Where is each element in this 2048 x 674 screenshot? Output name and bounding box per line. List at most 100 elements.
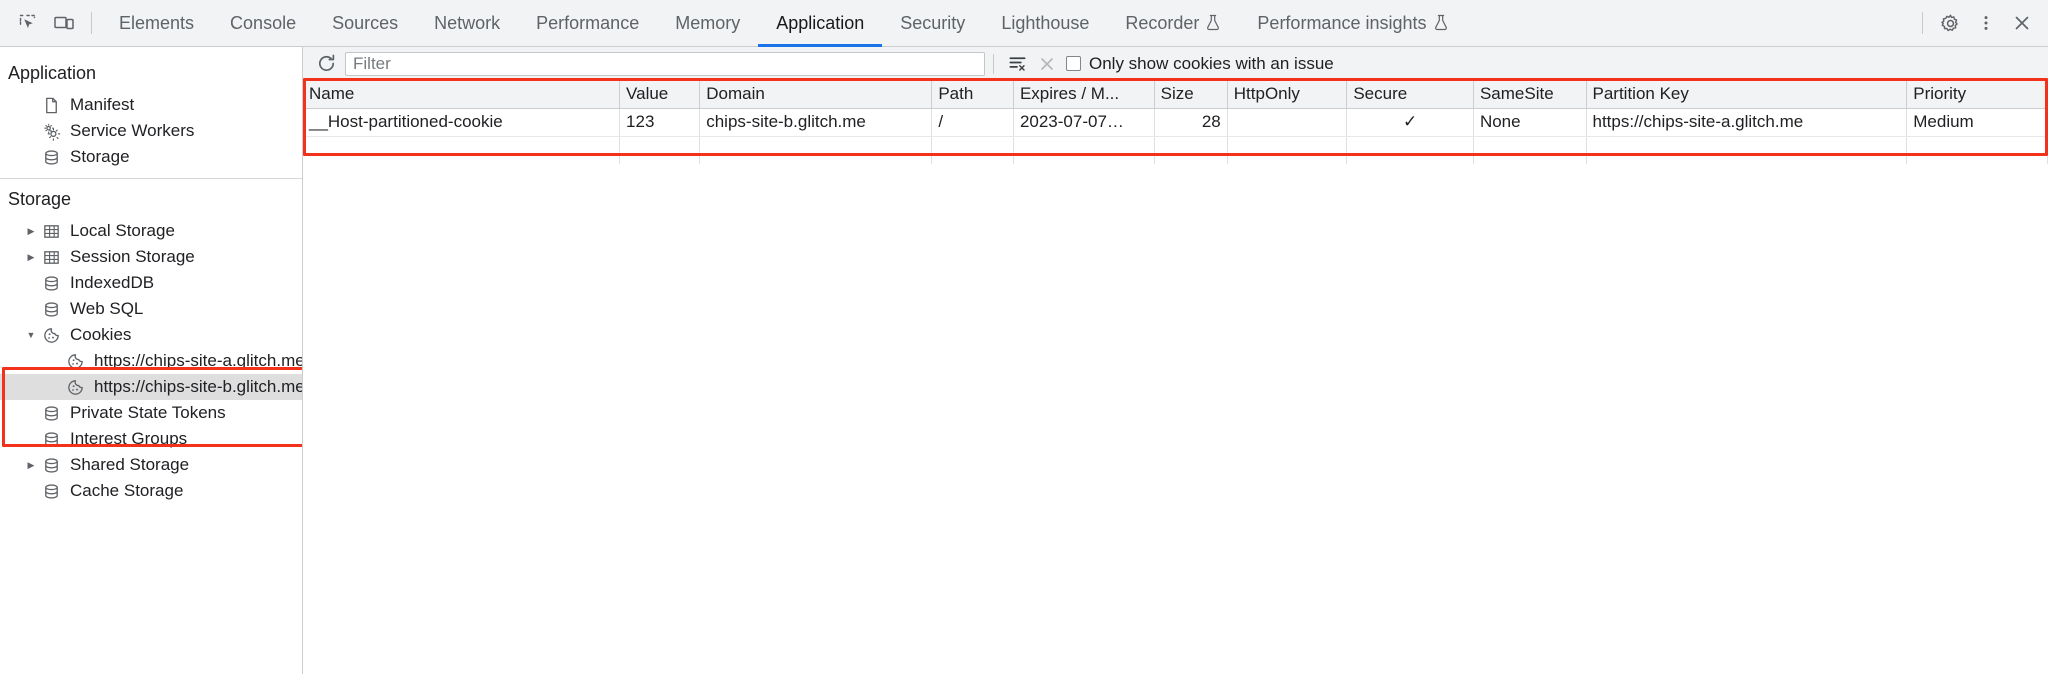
sidebar-item-https-chips-site-b-glitch-me[interactable]: https://chips-site-b.glitch.me xyxy=(0,374,302,400)
column-header-samesite[interactable]: SameSite xyxy=(1473,81,1587,109)
tree-item-label: Session Storage xyxy=(70,247,195,266)
tree-item-label: Interest Groups xyxy=(70,429,188,448)
cell-priority: Medium xyxy=(1906,108,2048,137)
more-vertical-icon[interactable] xyxy=(1968,6,2004,40)
clear-filtered-cookies-icon[interactable] xyxy=(1002,50,1032,78)
column-header-value[interactable]: Value xyxy=(619,81,701,109)
cell-partition-key: https://chips-site-a.glitch.me xyxy=(1586,108,1908,137)
tab-security[interactable]: Security xyxy=(882,0,983,47)
cell-secure: ✓ xyxy=(1346,108,1474,137)
sidebar-item-private-state-tokens[interactable]: Private State Tokens xyxy=(0,400,302,426)
tab-console[interactable]: Console xyxy=(212,0,314,47)
table-filler-row xyxy=(303,136,2048,164)
toolbar-divider xyxy=(91,12,92,34)
chevron-right-icon[interactable]: ▶ xyxy=(27,459,35,470)
manifest-document-icon xyxy=(40,96,62,115)
tree-item-label: Private State Tokens xyxy=(70,403,226,422)
column-header-secure[interactable]: Secure xyxy=(1346,81,1474,109)
sidebar-item-manifest[interactable]: Manifest xyxy=(0,92,302,118)
sidebar-item-web-sql[interactable]: Web SQL xyxy=(0,296,302,322)
database-icon xyxy=(40,148,62,167)
storage-section-title: Storage xyxy=(8,189,72,209)
tab-memory[interactable]: Memory xyxy=(657,0,758,47)
column-header-httponly[interactable]: HttpOnly xyxy=(1227,81,1348,109)
tab-performance-insights[interactable]: Performance insights xyxy=(1239,0,1466,47)
database-icon xyxy=(40,300,62,319)
column-header-path[interactable]: Path xyxy=(931,81,1014,109)
tab-label: Recorder xyxy=(1125,12,1200,33)
cookies-panel: Only show cookies with an issue NameValu… xyxy=(303,47,2048,674)
cookies-filter-toolbar: Only show cookies with an issue xyxy=(303,47,2048,81)
chevron-right-icon[interactable]: ▶ xyxy=(27,225,35,236)
cell-samesite: None xyxy=(1473,108,1587,137)
tab-label: Lighthouse xyxy=(1001,12,1090,33)
sidebar-item-interest-groups[interactable]: Interest Groups xyxy=(0,426,302,452)
sidebar-item-storage[interactable]: Storage xyxy=(0,144,302,170)
application-section-title: Application xyxy=(8,63,97,83)
tab-elements[interactable]: Elements xyxy=(101,0,212,47)
tab-label: Performance insights xyxy=(1257,12,1427,33)
column-header-priority[interactable]: Priority xyxy=(1906,81,2048,109)
tree-item-label: https://chips-site-b.glitch.me xyxy=(94,377,303,396)
sidebar-item-session-storage[interactable]: ▶ Session Storage xyxy=(0,244,302,270)
only-show-issues-checkbox[interactable]: Only show cookies with an issue xyxy=(1066,54,1334,74)
inspect-element-icon[interactable] xyxy=(10,6,46,40)
tree-item-label: Shared Storage xyxy=(70,455,190,474)
cookie-icon xyxy=(64,352,86,371)
checkbox-box[interactable] xyxy=(1066,56,1081,71)
column-header-expires-m[interactable]: Expires / M... xyxy=(1013,81,1155,109)
sidebar-item-shared-storage[interactable]: ▶ Shared Storage xyxy=(0,452,302,478)
filler-cell xyxy=(1346,136,1474,164)
filler-cell xyxy=(931,136,1014,164)
filter-input[interactable] xyxy=(345,51,985,76)
column-header-partition-key[interactable]: Partition Key xyxy=(1586,81,1908,109)
tab-network[interactable]: Network xyxy=(416,0,518,47)
column-header-domain[interactable]: Domain xyxy=(699,81,933,109)
tab-label: Security xyxy=(900,12,966,33)
tree-item-label: Web SQL xyxy=(70,299,144,318)
sidebar-item-https-chips-site-a-glitch-me[interactable]: https://chips-site-a.glitch.me xyxy=(0,348,302,374)
experimental-flask-icon xyxy=(1434,14,1449,32)
tab-application[interactable]: Application xyxy=(758,0,883,47)
tab-label: Console xyxy=(230,12,297,33)
tab-lighthouse[interactable]: Lighthouse xyxy=(983,0,1107,47)
service-workers-gears-icon xyxy=(40,122,62,141)
sidebar-item-service-workers[interactable]: Service Workers xyxy=(0,118,302,144)
database-icon xyxy=(40,430,62,449)
database-icon xyxy=(40,482,62,501)
tab-recorder[interactable]: Recorder xyxy=(1107,0,1239,47)
clear-all-cookies-icon[interactable] xyxy=(1032,50,1062,78)
filler-cell xyxy=(1227,136,1348,164)
chevron-right-icon[interactable]: ▶ xyxy=(27,251,35,262)
column-header-size[interactable]: Size xyxy=(1154,81,1228,109)
sidebar-item-cache-storage[interactable]: Cache Storage xyxy=(0,478,302,504)
chevron-down-icon[interactable]: ▼ xyxy=(26,330,36,340)
toolbar-divider-right xyxy=(1922,12,1923,34)
column-header-name[interactable]: Name xyxy=(303,81,621,109)
refresh-icon[interactable] xyxy=(311,50,341,78)
sidebar-item-cookies[interactable]: ▼Cookies xyxy=(0,322,302,348)
sidebar-item-local-storage[interactable]: ▶Local Storage xyxy=(0,218,302,244)
tree-item-label: Manifest xyxy=(70,95,135,114)
table-icon xyxy=(40,222,62,241)
tab-label: Memory xyxy=(675,12,741,33)
tab-performance[interactable]: Performance xyxy=(518,0,657,47)
tree-item-label: Cache Storage xyxy=(70,481,184,500)
close-icon[interactable] xyxy=(2004,6,2040,40)
gear-icon[interactable] xyxy=(1932,6,1968,40)
cookie-icon xyxy=(64,378,86,397)
cell-size: 28 xyxy=(1154,108,1228,137)
filler-cell xyxy=(1013,136,1155,164)
sidebar-item-indexeddb[interactable]: IndexedDB xyxy=(0,270,302,296)
device-toolbar-icon[interactable] xyxy=(46,6,82,40)
tab-sources[interactable]: Sources xyxy=(314,0,416,47)
